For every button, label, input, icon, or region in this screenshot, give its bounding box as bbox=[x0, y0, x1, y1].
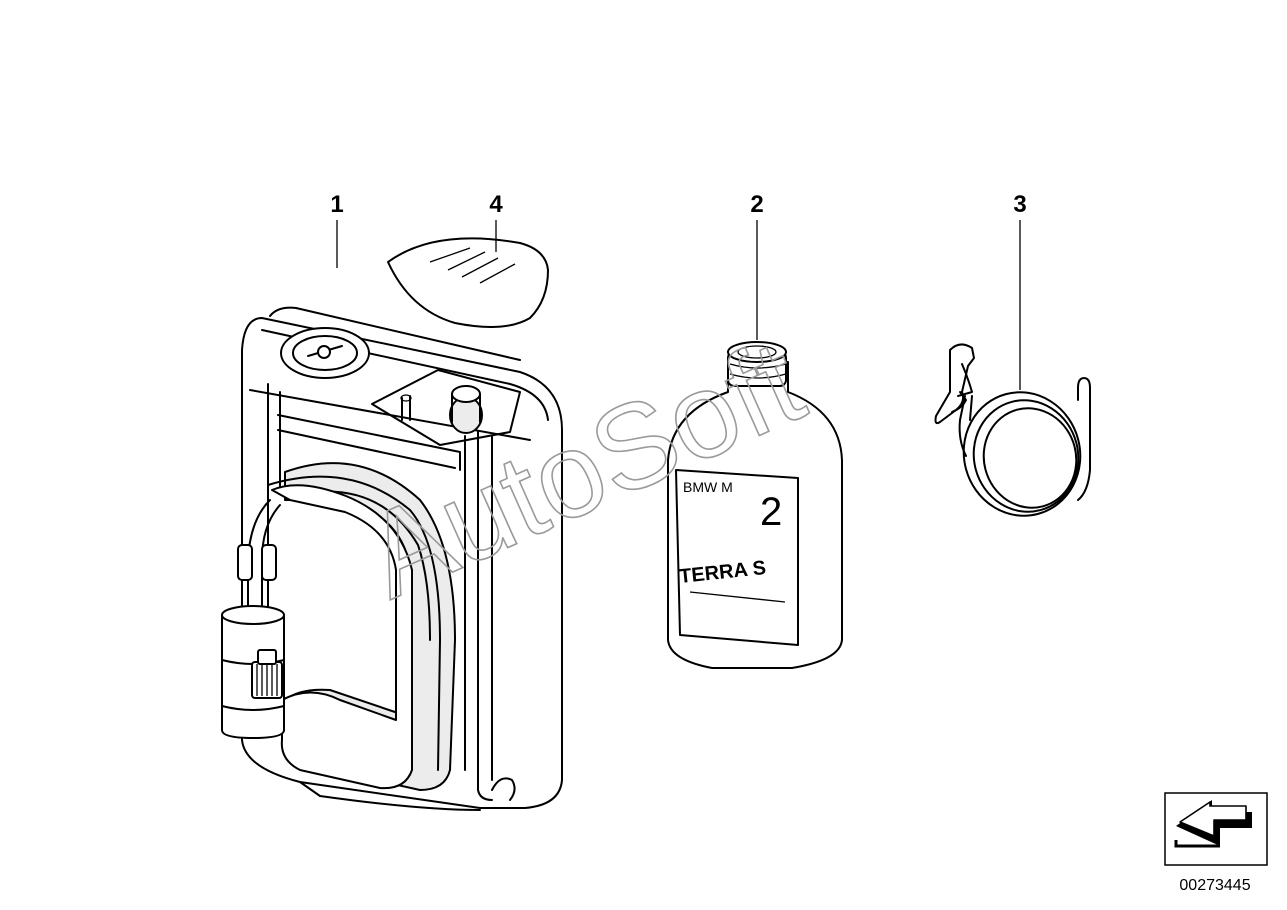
callout-1: 1 bbox=[330, 191, 343, 218]
sealant-bottle bbox=[667, 341, 843, 669]
callout-4: 4 bbox=[489, 191, 503, 218]
bottle-brand-text: BMW M bbox=[683, 479, 733, 495]
filling-hose bbox=[934, 343, 1091, 517]
callout-3: 3 bbox=[1013, 191, 1026, 218]
callout-2: 2 bbox=[750, 191, 763, 218]
bottle-number-text: 2 bbox=[760, 490, 782, 534]
document-number: 00273445 bbox=[1179, 877, 1250, 894]
return-arrow-icon[interactable] bbox=[1164, 792, 1268, 866]
leader-lines bbox=[336, 220, 1021, 390]
compressor-unit bbox=[221, 237, 563, 811]
